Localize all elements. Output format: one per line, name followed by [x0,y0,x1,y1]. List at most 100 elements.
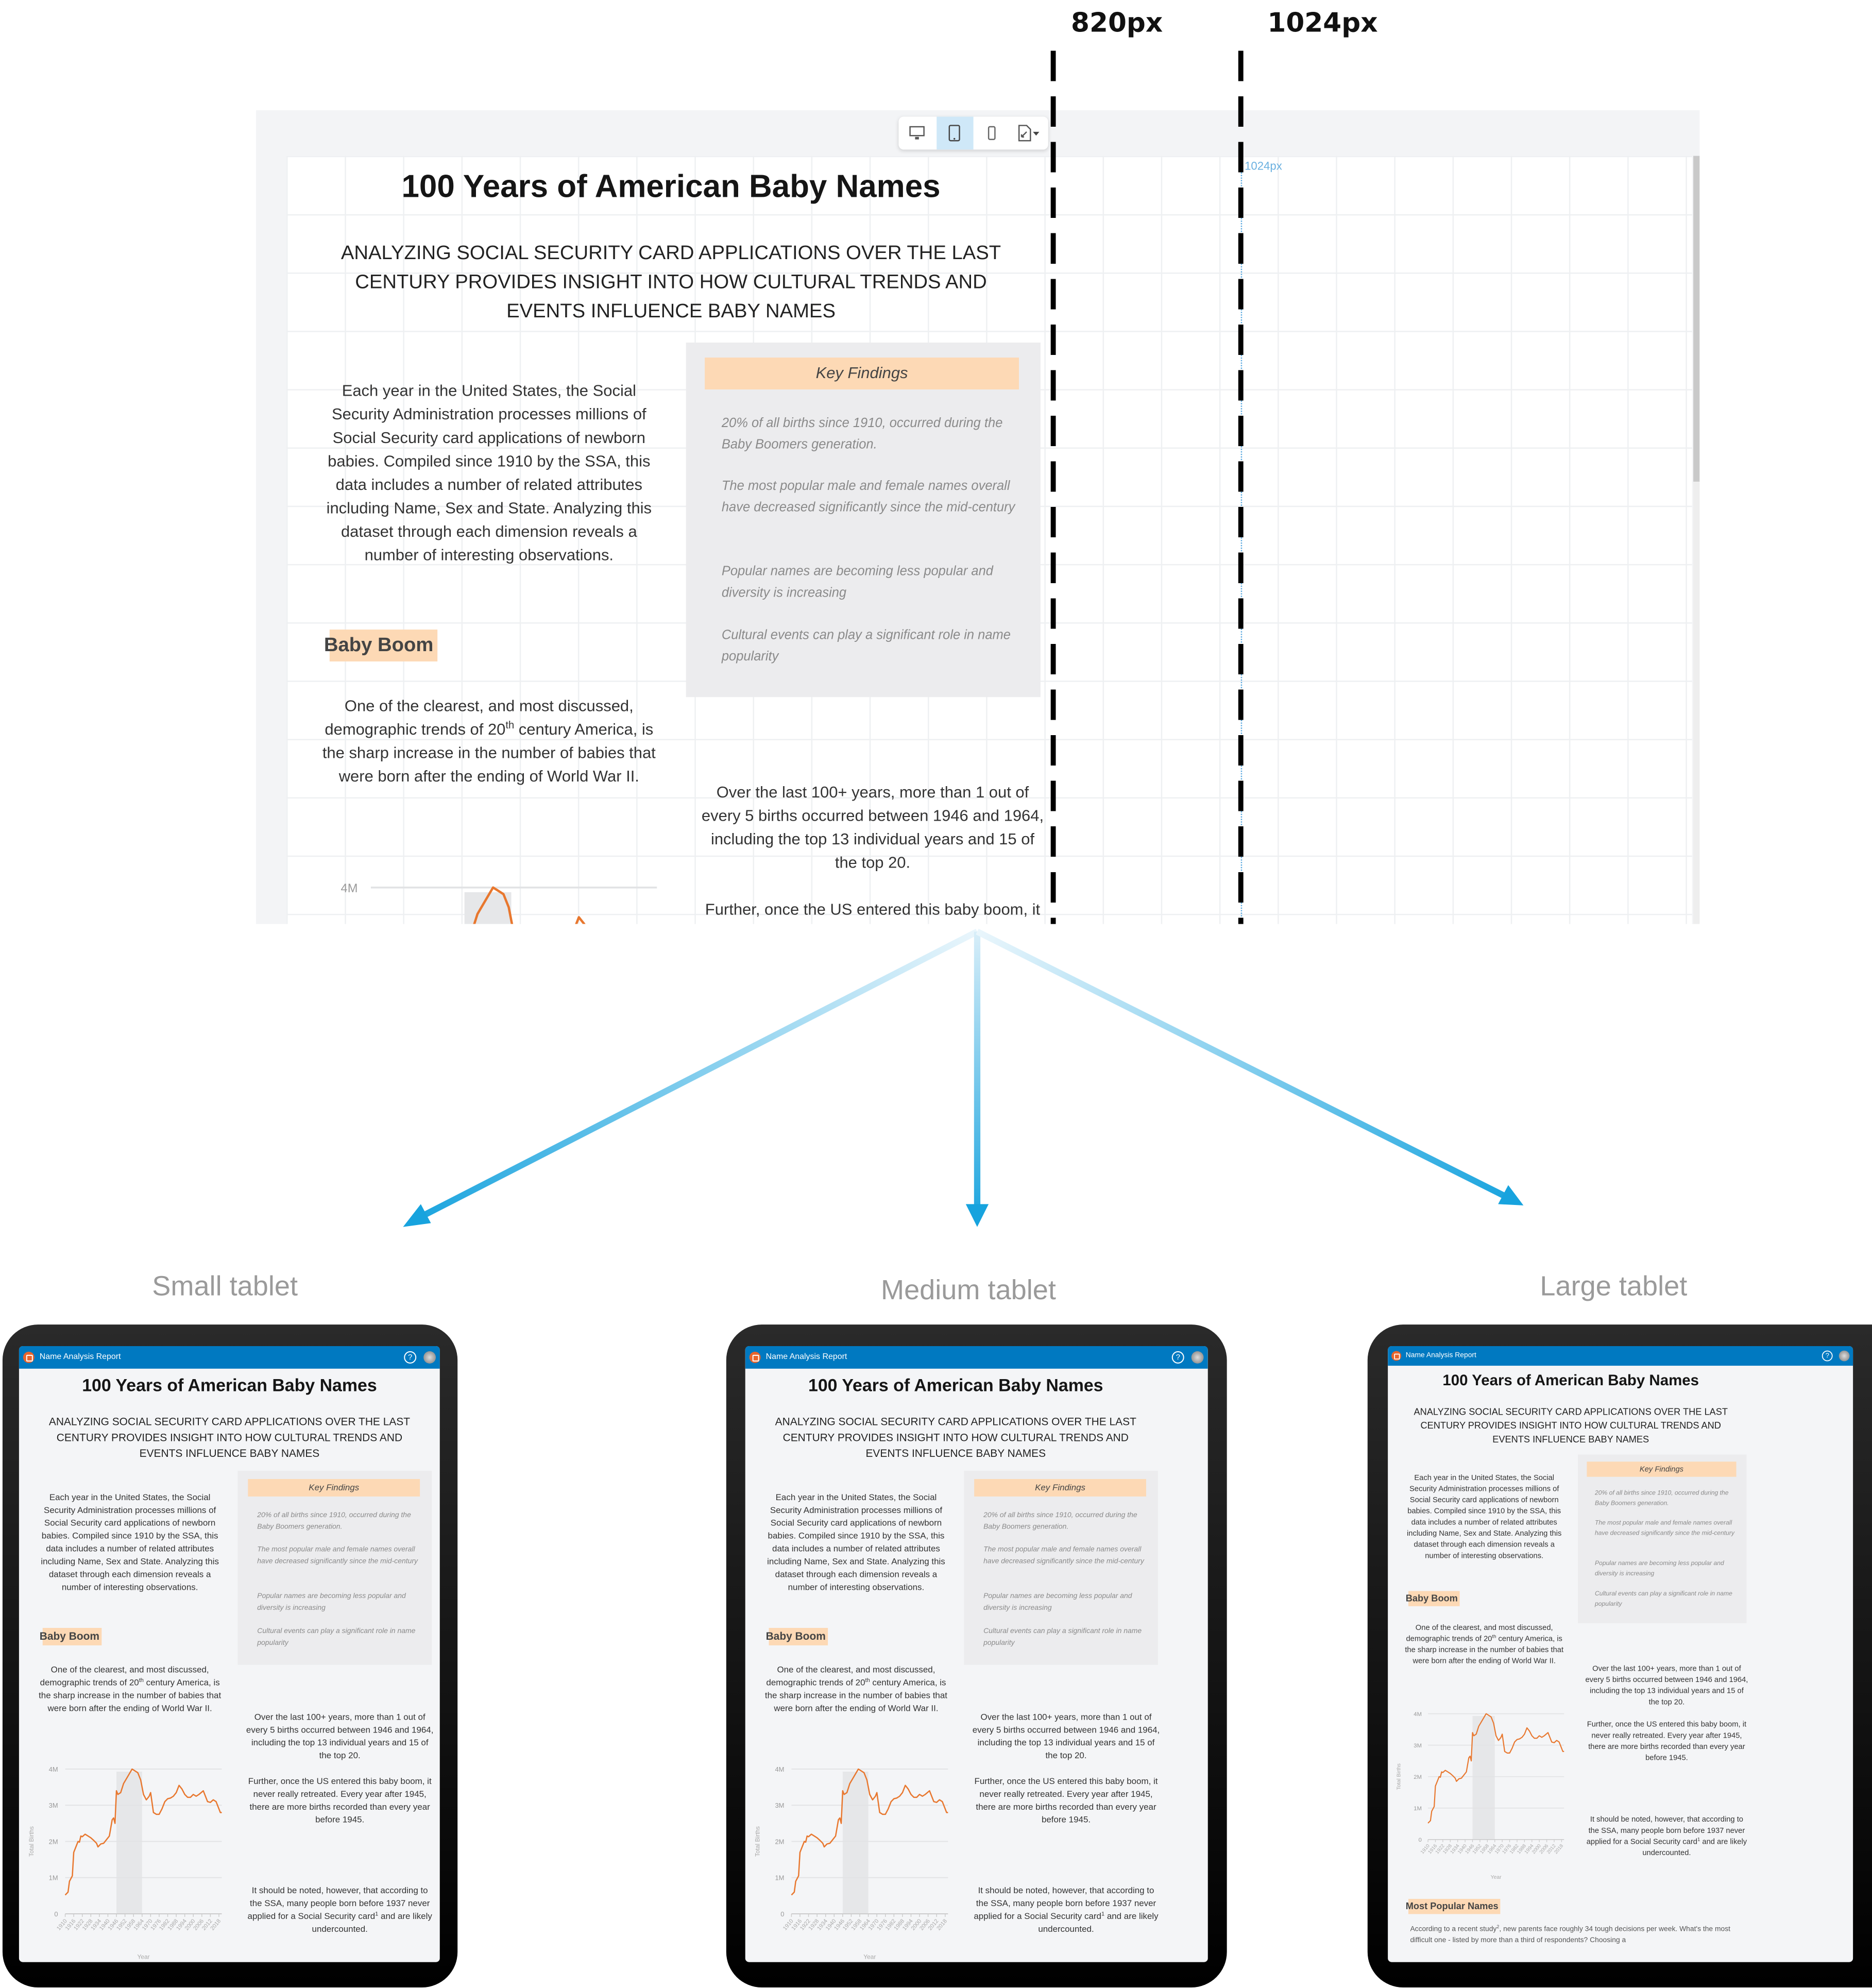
help-icon[interactable]: ? [1171,1351,1184,1364]
text: One of the clearest, and most discussed,… [325,697,634,739]
app-title: Name Analysis Report [39,1352,121,1361]
user-avatar[interactable] [423,1351,436,1364]
boom-retreat-paragraph: Further, once the US entered this baby b… [705,900,1041,919]
key-finding-item: 20% of all births since 1910, occurred d… [257,1510,411,1531]
key-findings-heading: Key Findings [705,358,1019,389]
desktop-preview-button[interactable] [898,116,936,149]
phone-preview-button[interactable] [974,116,1011,149]
boom-retreat-paragraph: Further, once the US entered this baby b… [248,1776,432,1825]
page-size-dropdown[interactable] [1011,116,1048,149]
key-findings-panel: Key Findings 20% of all births since 191… [1578,1454,1747,1623]
births-line-chart[interactable]: 01M2M3M4M1910191619221928193419401946195… [745,1748,961,1961]
key-finding-item: The most popular male and female names o… [1594,1519,1734,1536]
footnote-link[interactable]: 1 [375,1911,379,1917]
text: and are likely undercounted. [312,1911,432,1934]
key-findings-heading: Key Findings [1587,1462,1737,1477]
y-tick-label: 1M [775,1874,784,1882]
series-line-total-births [791,1768,948,1896]
small-tablet-device: Name Analysis Report ? 100 Years of Amer… [2,1324,458,1987]
app-logo-icon [1391,1351,1402,1361]
small-tablet-label: Small tablet [152,1270,298,1302]
x-axis-title: Year [863,1953,876,1961]
arrow-to-small-tablet [403,928,979,1227]
y-tick-label: 0 [1419,1837,1422,1843]
text: and are likely undercounted. [1642,1837,1747,1857]
app-title: Name Analysis Report [765,1352,847,1361]
breakpoint-label-820: 820px [1071,7,1163,38]
boom-retreat-paragraph: Further, once the US entered this baby b… [974,1776,1158,1825]
arrow-to-medium-tablet [965,931,989,1227]
user-avatar[interactable] [1191,1351,1204,1364]
y-tick-label: 0 [54,1910,58,1918]
key-findings-panel: Key Findings 20% of all births since 191… [964,1471,1158,1665]
help-icon[interactable]: ? [404,1351,417,1364]
page-title: 100 Years of American Baby Names [401,169,941,205]
text: century America, is the sharp increase i… [322,720,656,786]
births-line-chart[interactable]: 01M2M3M4M1910191619221928193419401946195… [1388,1696,1575,1888]
footnote-link[interactable]: 1 [1101,1911,1105,1917]
y-tick-label: 2M [1414,1774,1422,1780]
user-avatar[interactable] [1839,1350,1850,1362]
text: It should be noted, however, that accord… [1586,1815,1745,1846]
baby-boom-heading: Baby Boom [39,1628,102,1645]
baby-boom-paragraph: One of the clearest, and most discussed,… [37,1663,224,1715]
baby-boom-paragraph: One of the clearest, and most discussed,… [763,1663,950,1715]
y-tick-label: 1M [1414,1806,1422,1812]
key-finding-item: 20% of all births since 1910, occurred d… [983,1510,1137,1531]
text: , new parents face roughly 34 tough deci… [1410,1925,1730,1944]
key-finding-item: 20% of all births since 1910, occurred d… [1594,1489,1729,1506]
caret-down-icon [1033,131,1040,136]
arrow-to-large-tablet [976,928,1524,1205]
help-icon[interactable]: ? [1822,1350,1833,1362]
births-line-chart[interactable]: 01M2M3M4M1910191619221928193419401946195… [19,1748,235,1961]
y-axis-title: Total Births [754,1826,761,1857]
baby-boom-paragraph: One of the clearest, and most discussed,… [318,694,660,788]
large-tablet-screen: Name Analysis Report ? 100 Years of Amer… [1388,1346,1853,1962]
medium-tablet-app: Name Analysis Report ? 100 Years of Amer… [745,1346,1208,1961]
y-axis-title: Total Births [1396,1763,1402,1790]
footnote-link[interactable]: 2 [1496,1924,1500,1930]
text: It should be noted, however, that accord… [974,1885,1156,1921]
births-line-chart[interactable]: 01M2M3M4M1910191619221928193419401946195… [286,850,680,924]
breakpoint-line-1024 [1238,50,1244,924]
intro-paragraph: Each year in the United States, the Soci… [326,382,652,564]
boom-stat-paragraph: Over the last 100+ years, more than 1 ou… [246,1712,434,1761]
baby-boom-heading-text: Baby Boom [1405,1593,1458,1604]
page-title: 100 Years of American Baby Names [808,1375,1103,1396]
baby-boom-heading-text: Baby Boom [39,1630,100,1642]
text: century America, is the sharp increase i… [1405,1634,1564,1666]
most-popular-heading-text: Most Popular Names [1405,1901,1499,1912]
intro-paragraph: Each year in the United States, the Soci… [41,1492,219,1592]
most-popular-paragraph: According to a recent study2, new parent… [1410,1924,1740,1946]
baby-boom-highlight [1472,1715,1495,1840]
story-article: 100 Years of American Baby Names Analyzi… [745,1369,1166,1961]
baby-boom-heading: Baby Boom [766,1628,828,1645]
story-article: 100 Years of American Baby Names Analyzi… [19,1369,440,1961]
baby-boom-highlight [842,1772,869,1914]
tablet-preview-button[interactable] [936,116,974,150]
undercount-paragraph: It should be noted, however, that accord… [245,1884,435,1935]
key-finding-item: The most popular male and female names o… [721,478,1015,515]
scrollbar-thumb[interactable] [1693,156,1700,482]
y-tick-label: 3M [775,1802,784,1809]
device-preview-toolbar [898,116,1048,150]
y-tick-label: 3M [49,1802,58,1809]
text: One of the clearest, and most discussed,… [40,1664,209,1688]
preview-canvas[interactable]: 100 Years of American Baby Names Analyzi… [286,156,1692,924]
story-article: 100 Years of American Baby Names Analyzi… [1388,1366,1754,1961]
key-finding-item: Cultural events can play a significant r… [721,626,1011,664]
page-title: 100 Years of American Baby Names [82,1375,377,1396]
page-size-icon [1018,125,1040,142]
canvas-scrollbar[interactable] [1693,156,1700,924]
undercount-paragraph: It should be noted, however, that accord… [971,1884,1161,1935]
app-logo-icon [23,1351,35,1363]
medium-tablet-device: Name Analysis Report ? 100 Years of Amer… [726,1324,1227,1987]
key-finding-item: Popular names are becoming less popular … [1594,1559,1724,1577]
text: One of the clearest, and most discussed,… [766,1664,935,1688]
desktop-icon [909,126,925,140]
key-finding-item: The most popular male and female names o… [983,1544,1144,1565]
baby-boom-highlight [116,1772,142,1914]
footnote-link[interactable]: 1 [1697,1837,1700,1843]
superscript: th [505,720,515,732]
